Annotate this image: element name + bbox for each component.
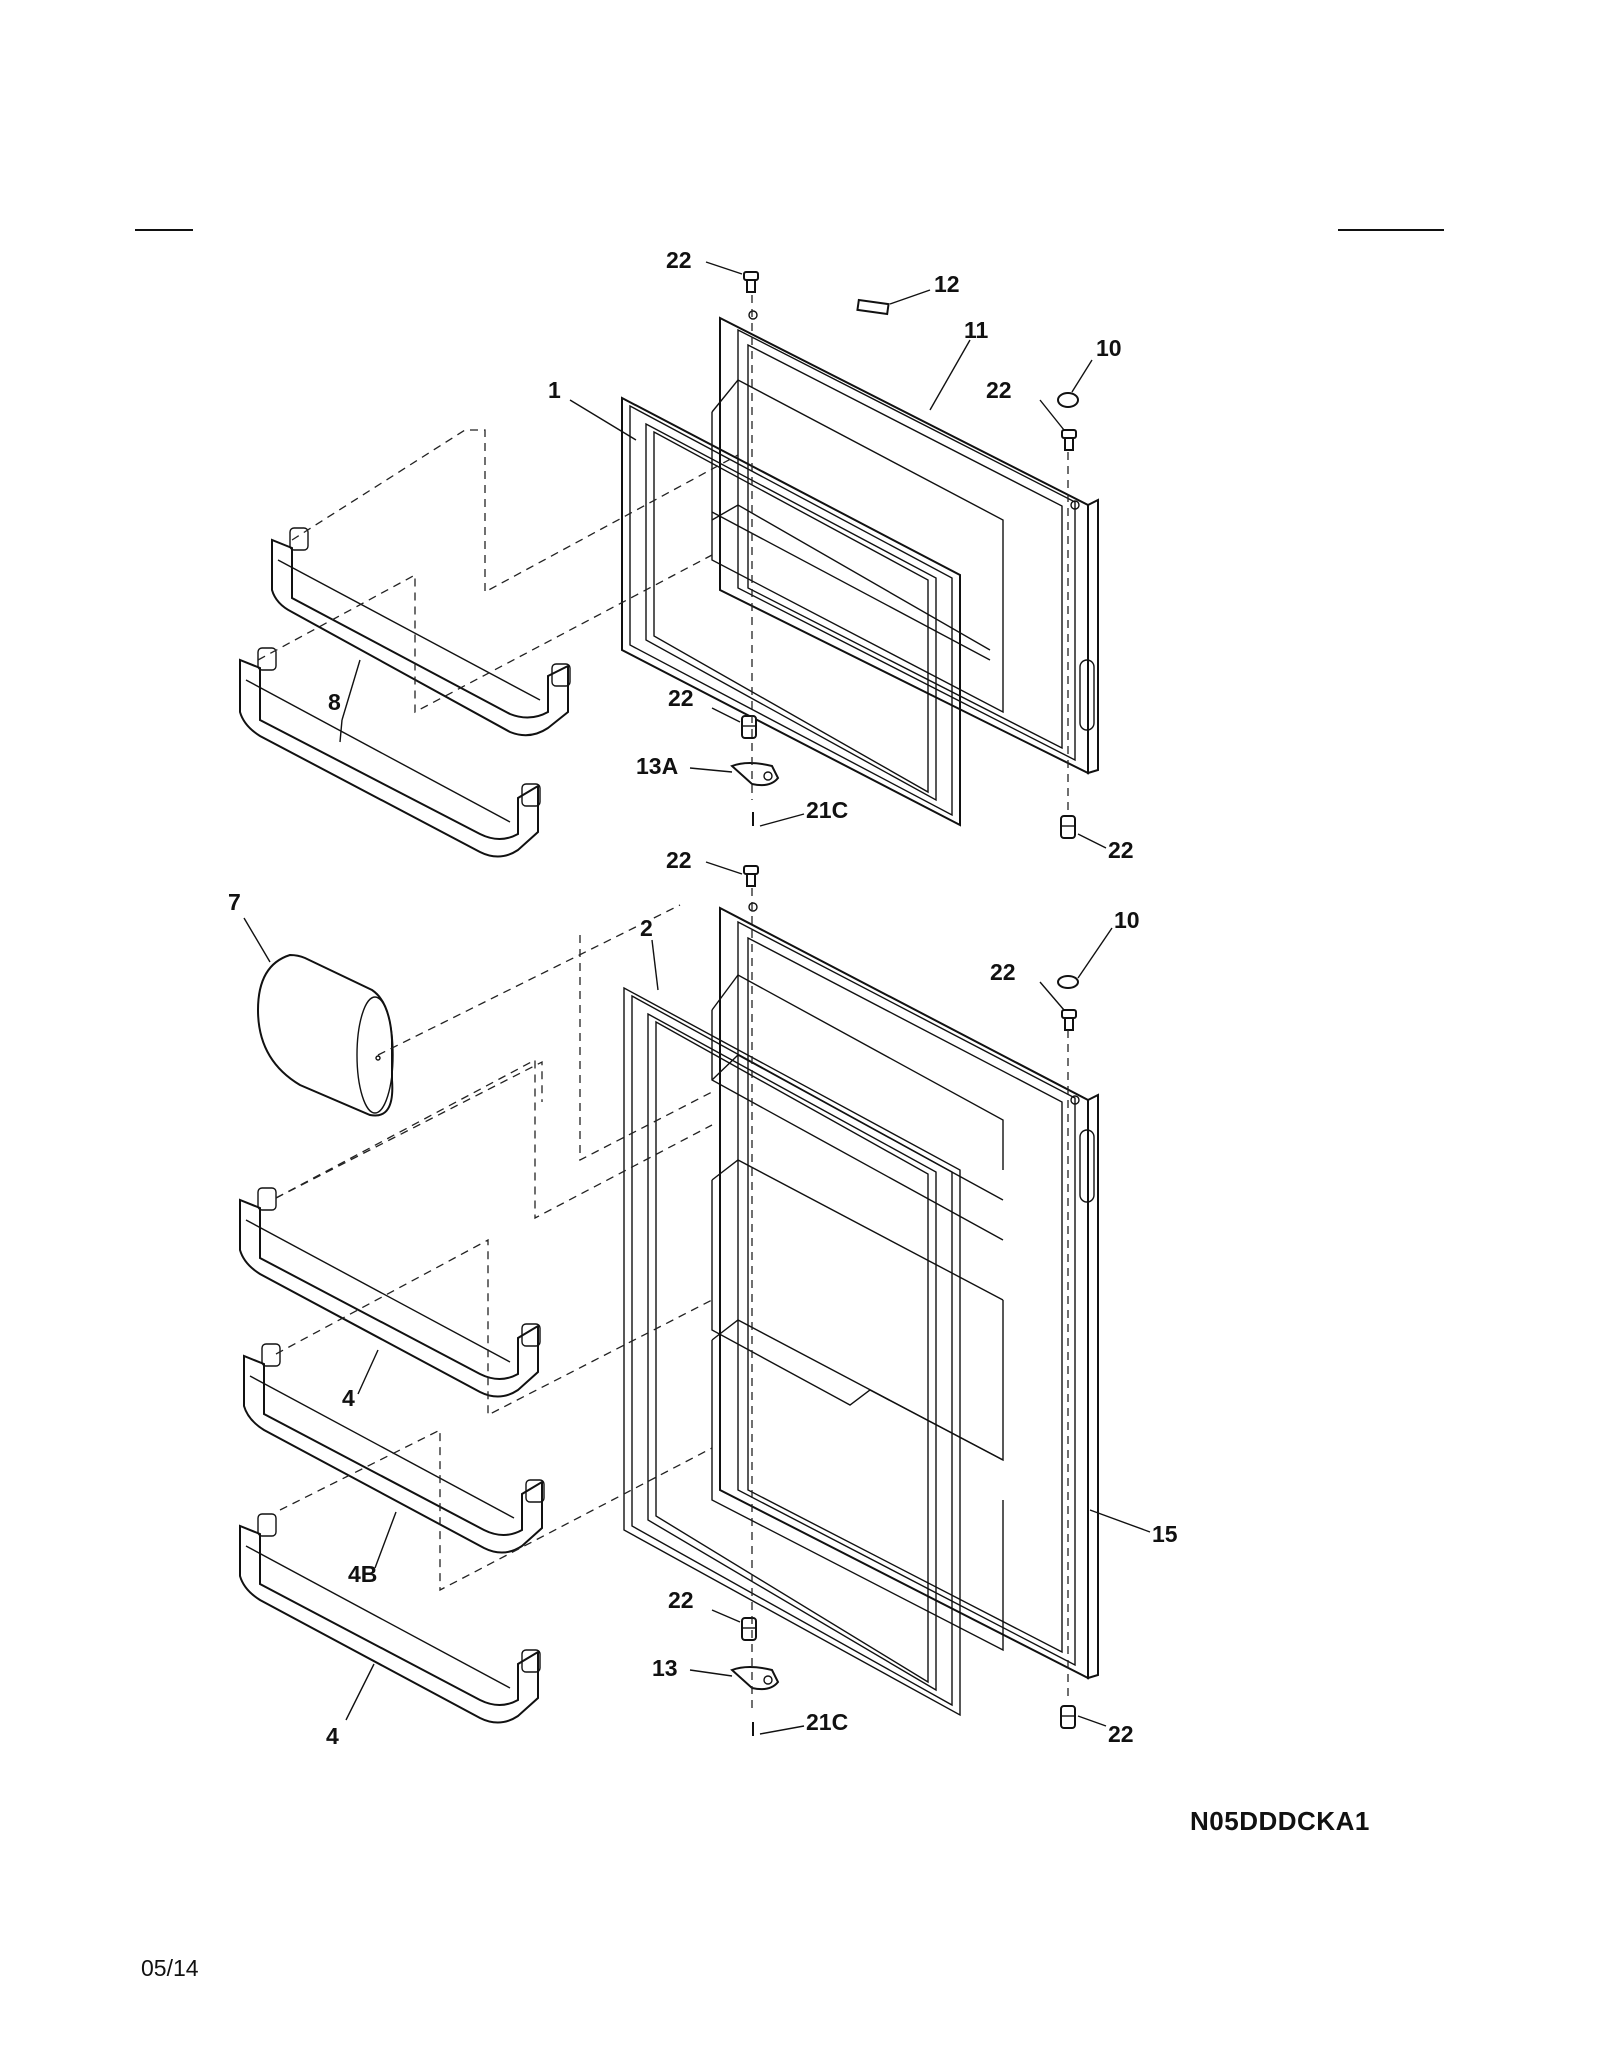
callout-22: 22 [668, 1587, 694, 1613]
callout-4: 4 [326, 1723, 339, 1749]
hinge-13A [730, 762, 780, 787]
callout-4B: 4B [348, 1561, 377, 1587]
fresh-food-shelf-4-top [239, 1187, 541, 1398]
screw-22-fresh-right [1061, 1009, 1077, 1031]
freezer-gasket-1 [621, 396, 961, 827]
callout-22: 22 [666, 247, 692, 273]
callout-8: 8 [328, 689, 341, 715]
fresh-food-shelf-4-bottom [239, 1513, 541, 1724]
freezer-door-shelf-8-lower [239, 647, 541, 858]
diagram-code: N05DDDCKA1 [1190, 1806, 1370, 1836]
fresh-food-shelf-4B [243, 1343, 545, 1554]
callout-22: 22 [1108, 1721, 1134, 1747]
fresh-food-door-15 [711, 902, 1099, 1680]
page-date: 05/14 [141, 1955, 199, 1981]
plug-10-upper [1057, 392, 1079, 408]
screw-22-top-left [743, 271, 759, 293]
callout-4: 4 [342, 1385, 355, 1411]
hinge-13 [730, 1666, 780, 1691]
callout-21C: 21C [806, 1709, 848, 1735]
callout-22: 22 [990, 959, 1016, 985]
hinge-pin-22-freezer-bottom [741, 715, 757, 739]
freezer-door-11 [711, 310, 1099, 775]
plug-10-lower [1057, 975, 1079, 989]
callout-13: 13 [652, 1655, 678, 1681]
callout-15: 15 [1152, 1521, 1178, 1547]
callout-10: 10 [1114, 907, 1140, 933]
callout-7: 7 [228, 889, 241, 915]
callout-11: 11 [964, 317, 989, 343]
hinge-pin-22-right-upper [1060, 815, 1076, 839]
callout-22: 22 [1108, 837, 1134, 863]
callouts: 22 12 11 10 22 1 8 22 13A 21C 22 22 7 2 … [228, 247, 1178, 1749]
callout-1: 1 [548, 377, 561, 403]
callout-13A: 13A [636, 753, 678, 779]
callout-22: 22 [666, 847, 692, 873]
freezer-door-shelf-8-upper [271, 527, 571, 737]
dairy-door-cover-7 [256, 953, 394, 1117]
callout-21C: 21C [806, 797, 848, 823]
callout-2: 2 [640, 915, 653, 941]
label-12 [856, 298, 890, 316]
callout-12: 12 [934, 271, 960, 297]
callout-22: 22 [986, 377, 1012, 403]
freezer-assembly-lines [257, 295, 1069, 812]
hinge-pin-22-right-lower [1060, 1705, 1076, 1729]
callout-10: 10 [1096, 335, 1122, 361]
hinge-pin-22-fresh-bottom [741, 1617, 757, 1641]
screw-22-fresh-top [743, 865, 759, 887]
fresh-food-gasket-2 [623, 986, 961, 1717]
fresh-food-assembly-lines [275, 888, 1069, 1710]
screw-22-upper-right [1061, 429, 1077, 451]
callout-22: 22 [668, 685, 694, 711]
